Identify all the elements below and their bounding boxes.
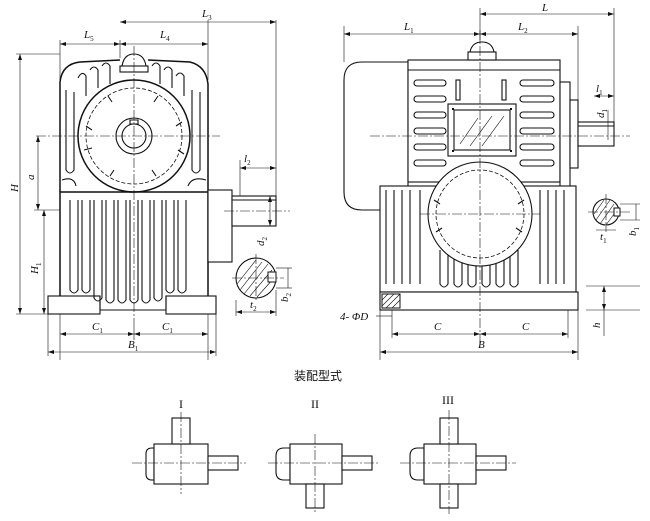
label-L: L [541, 2, 548, 14]
assembly-form-2: II [268, 397, 380, 514]
shaft-boss [207, 189, 233, 263]
upper-fins [61, 62, 207, 187]
label-L2: L2 [517, 21, 528, 35]
assembly-title: 装配型式 [294, 369, 342, 383]
label-H: H [9, 183, 21, 193]
label-l2: l2 [244, 153, 251, 167]
label-B: B [478, 339, 485, 351]
upper-housing [59, 59, 209, 192]
side-view: L5 L4 L3 H a H1 l2 d2 t2 b2 C1 C1 B1 [9, 8, 293, 360]
assembly-form-1: I [132, 397, 246, 494]
label-t2: t2 [250, 299, 257, 313]
label-H1: H1 [29, 262, 43, 275]
shaft-section-left [232, 254, 284, 302]
form-3-label: III [442, 393, 454, 407]
label-d1: d1 [595, 109, 609, 119]
left-foot [47, 295, 101, 315]
label-d2: d2 [255, 237, 269, 247]
label-l1: l1 [596, 83, 603, 97]
label-t1: t1 [600, 231, 607, 245]
front-view: L1 L2 L l1 d1 t1 b1 4- ΦD C C B h [340, 2, 641, 360]
form-1-label: I [179, 397, 183, 411]
assembly-form-3: III [400, 393, 516, 514]
label-L3: L3 [201, 8, 212, 22]
shaft-section-right [588, 194, 630, 232]
lower-fins [69, 200, 187, 304]
label-C-right: C [522, 321, 530, 333]
label-L4: L4 [159, 29, 170, 43]
label-b2: b2 [279, 293, 293, 303]
label-C1-right: C1 [162, 321, 173, 335]
bearing-flange [559, 81, 571, 193]
label-C1-left: C1 [92, 321, 103, 335]
label-C-left: C [434, 321, 442, 333]
cooling-slots [413, 79, 555, 167]
label-L5: L5 [83, 29, 94, 43]
label-B1: B1 [128, 339, 139, 353]
label-L1: L1 [403, 21, 414, 35]
right-foot [165, 295, 217, 315]
arrows-right [344, 12, 614, 354]
dimension-lines-right [343, 8, 640, 360]
label-a: a [25, 174, 37, 180]
label-h: h [591, 322, 603, 328]
label-holes: 4- ΦD [340, 311, 368, 323]
dimension-lines-left [16, 20, 292, 360]
base-plate [379, 291, 579, 311]
arrows-left [18, 20, 276, 354]
label-b1: b1 [627, 227, 641, 237]
form-2-label: II [311, 397, 319, 411]
front-fins [385, 190, 565, 288]
